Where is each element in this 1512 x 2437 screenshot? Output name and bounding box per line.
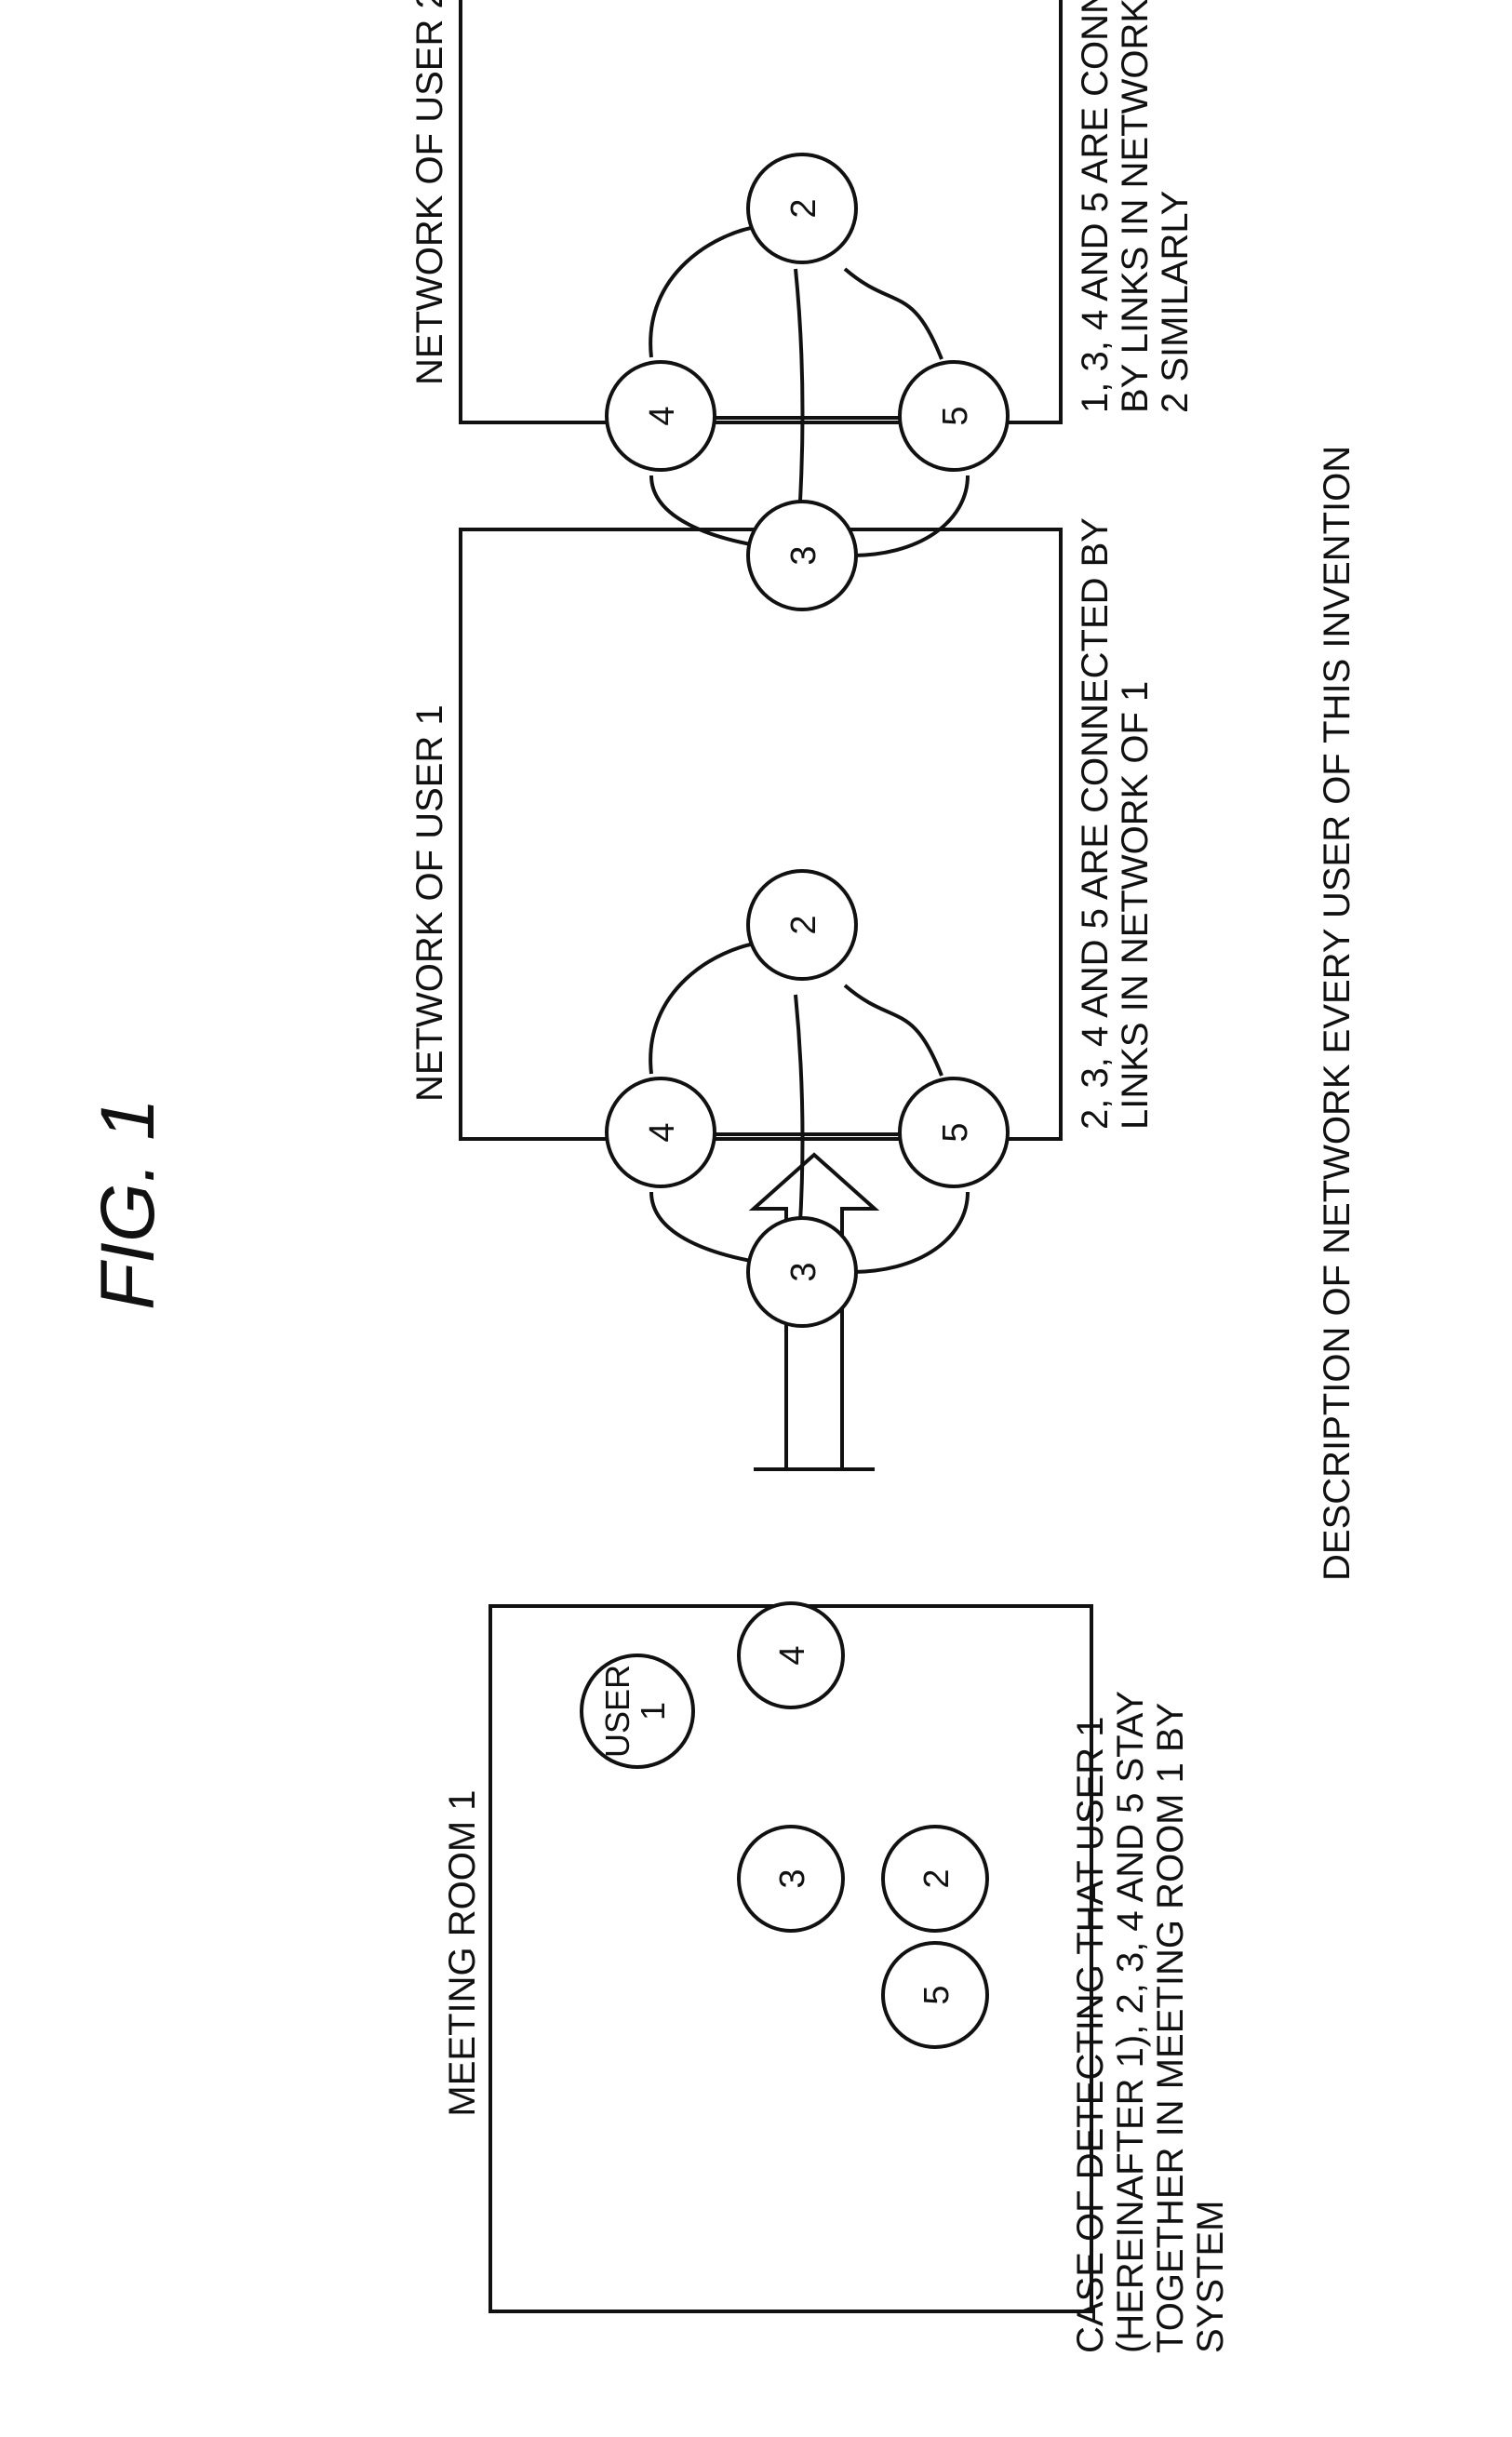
svg-text:2: 2 (784, 198, 823, 218)
svg-text:5: 5 (936, 1122, 975, 1142)
network1-node-4: 4 (607, 1078, 715, 1186)
svg-text:1, 3, 4 AND 5 ARE CONNECTED: 1, 3, 4 AND 5 ARE CONNECTED (1075, 0, 1116, 413)
svg-text:1: 1 (634, 1702, 672, 1721)
network2-node-3: 3 (748, 502, 856, 609)
svg-text:2, 3, 4 AND 5 ARE CONNECTED BY: 2, 3, 4 AND 5 ARE CONNECTED BY (1075, 517, 1116, 1130)
svg-text:5: 5 (936, 406, 975, 425)
meeting-room-caption: CASE OF DETECTING THAT USER 1 (HEREINAFT… (1070, 1691, 1231, 2353)
svg-text:LINKS IN NETWORK OF 1: LINKS IN NETWORK OF 1 (1115, 681, 1156, 1130)
network2-node-2: 2 (748, 154, 856, 262)
svg-text:2: 2 (784, 915, 823, 934)
network1-node-5: 5 (900, 1078, 1008, 1186)
link-4-3 (651, 1192, 761, 1263)
network-user1-title: NETWORK OF USER 1 (409, 704, 450, 1102)
link-2-5 (845, 985, 942, 1076)
figure-caption: DESCRIPTION OF NETWORK EVERY USER OF THI… (1317, 446, 1358, 1581)
link2-4-3 (651, 475, 761, 546)
link-4-2 (650, 943, 761, 1074)
network2-node-5: 5 (900, 362, 1008, 470)
meeting-node-3: 3 (739, 1827, 843, 1931)
figure-title: FIG. 1 (86, 1098, 170, 1310)
svg-text:3: 3 (773, 1868, 812, 1888)
svg-text:3: 3 (784, 1262, 823, 1281)
network2-node-4: 4 (607, 362, 715, 470)
svg-text:CASE OF DETECTING THAT USER 1: CASE OF DETECTING THAT USER 1 (1070, 1716, 1111, 2353)
svg-text:(HEREINAFTER 1), 2, 3, 4 AND 5: (HEREINAFTER 1), 2, 3, 4 AND 5 STAY (1110, 1691, 1151, 2353)
svg-text:2: 2 (917, 1868, 957, 1888)
network-user2-title: NETWORK OF USER 2 (409, 0, 450, 385)
meeting-node-2: 2 (883, 1827, 987, 1931)
network-user1-frame (461, 529, 1061, 1139)
meeting-room-panel: MEETING ROOM 1 USER 1 4 3 2 5 (442, 1603, 1231, 2353)
link2-4-2 (650, 226, 761, 357)
svg-text:4: 4 (773, 1645, 812, 1665)
svg-text:SYSTEM: SYSTEM (1190, 2201, 1231, 2353)
svg-text:4: 4 (643, 1122, 682, 1142)
meeting-node-5: 5 (883, 1943, 987, 2047)
meeting-node-user1: USER 1 (582, 1655, 693, 1767)
link2-3-5 (845, 475, 968, 556)
svg-text:BY LINKS IN NETWORK OF: BY LINKS IN NETWORK OF (1115, 0, 1156, 413)
meeting-room-title: MEETING ROOM 1 (442, 1789, 483, 2116)
network1-node-2: 2 (748, 871, 856, 979)
svg-text:5: 5 (917, 1985, 957, 2004)
network-user2-caption: 1, 3, 4 AND 5 ARE CONNECTED BY LINKS IN … (1075, 0, 1196, 413)
network-user1-caption: 2, 3, 4 AND 5 ARE CONNECTED BY LINKS IN … (1075, 517, 1156, 1130)
meeting-node-4: 4 (739, 1603, 843, 1707)
svg-text:3: 3 (784, 545, 823, 565)
svg-text:4: 4 (643, 406, 682, 425)
link2-2-5 (845, 269, 942, 359)
svg-text:TOGETHER IN MEETING ROOM 1 BY: TOGETHER IN MEETING ROOM 1 BY (1150, 1703, 1191, 2353)
svg-text:USER: USER (598, 1665, 636, 1758)
network1-node-3: 3 (748, 1218, 856, 1326)
svg-text:2 SIMILARLY: 2 SIMILARLY (1155, 191, 1196, 413)
